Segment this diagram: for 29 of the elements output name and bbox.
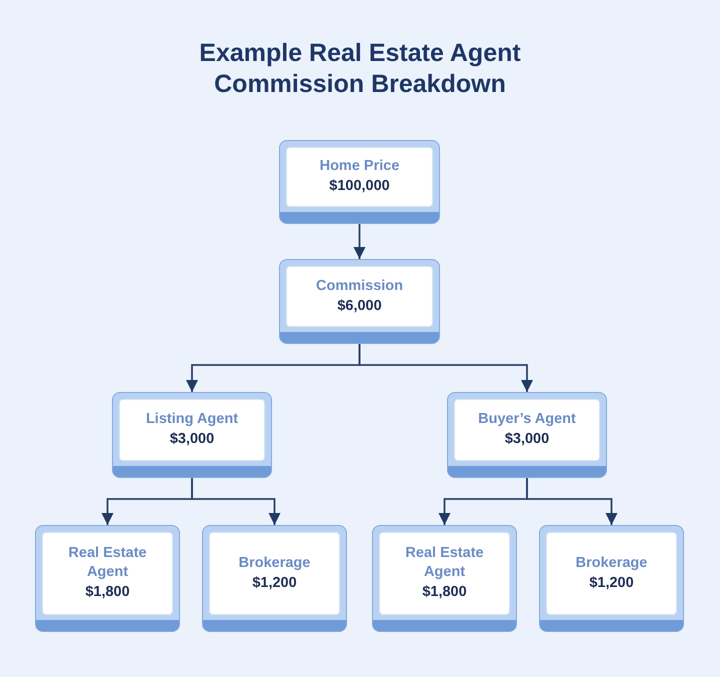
node-title: Brokerage (576, 554, 648, 572)
node-title: Real Estate Agent (404, 544, 485, 582)
node-value: $1,200 (252, 574, 297, 592)
node-title: Home Price (320, 157, 400, 176)
process-box (112, 392, 272, 478)
process-box (35, 525, 180, 632)
node-value: $1,800 (422, 583, 467, 602)
node-title: Buyer’s Agent (478, 410, 576, 429)
node-value: $1,800 (85, 583, 130, 602)
node-title: Listing Agent (146, 410, 238, 429)
node-value: $100,000 (329, 177, 390, 196)
arrow (191, 478, 280, 525)
process-box (202, 525, 347, 632)
process-box (539, 525, 684, 632)
node-value: $3,000 (504, 430, 550, 449)
process-box (372, 525, 517, 632)
arrow (526, 478, 618, 525)
arrow (354, 224, 366, 259)
node-title: Real Estate Agent (67, 544, 148, 582)
process-box (279, 140, 440, 224)
node-value: $1,200 (589, 574, 634, 592)
process-box (279, 259, 440, 344)
node-title: Commission (316, 276, 403, 296)
arrow (358, 344, 533, 392)
node-title: Brokerage (238, 554, 310, 572)
node-value: $3,000 (170, 430, 214, 449)
process-box (447, 392, 607, 478)
node-value: $6,000 (337, 296, 382, 316)
diagram-title: Example Real Estate Agent Commission Breakdown (198, 38, 522, 100)
